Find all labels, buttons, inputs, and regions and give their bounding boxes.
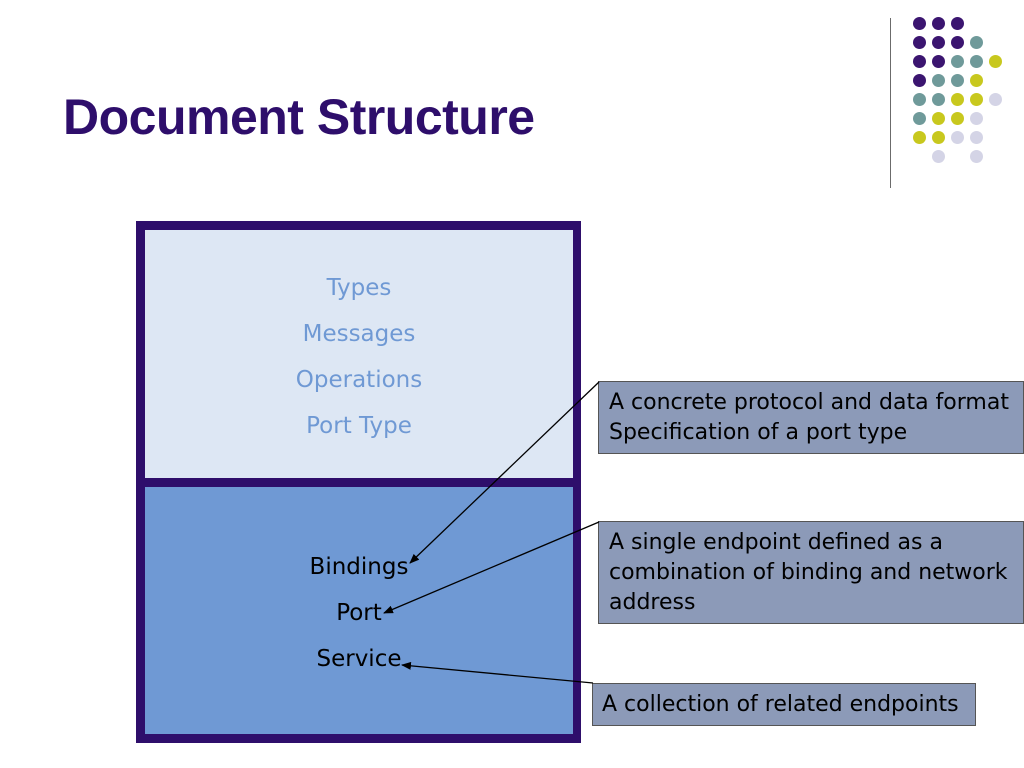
decorative-dot (970, 74, 983, 87)
page-title: Document Structure (63, 89, 535, 145)
decorative-dot (913, 17, 926, 30)
decorative-dot (932, 74, 945, 87)
label-bindings: Bindings (309, 554, 409, 580)
decorative-dot (932, 17, 945, 30)
decorative-dot (970, 93, 983, 106)
callout-port-line2: combination of binding and network (609, 560, 1008, 585)
decorative-dot (951, 74, 964, 87)
decorative-dot (913, 93, 926, 106)
decorative-dot (970, 112, 983, 125)
callout-bindings-line2: Specification of a port type (609, 420, 908, 445)
decorative-dot (932, 36, 945, 49)
decorative-dot (989, 55, 1002, 68)
label-messages: Messages (302, 321, 416, 347)
decorative-dot-grid (0, 0, 1024, 200)
decorative-dot (951, 93, 964, 106)
decorative-dot (932, 150, 945, 163)
decorative-dot (913, 36, 926, 49)
label-operations: Operations (295, 367, 423, 393)
decorative-dot (989, 93, 1002, 106)
decorative-dot (951, 36, 964, 49)
decorative-dot (913, 55, 926, 68)
callout-service-line1: A collection of related endpoints (602, 692, 959, 717)
decorative-dot (951, 17, 964, 30)
decorative-dot (951, 55, 964, 68)
callout-port: A single endpoint defined as a combinati… (598, 521, 1024, 624)
decorative-dot (951, 131, 964, 144)
callout-port-line1: A single endpoint defined as a (609, 530, 943, 555)
decorative-dot (932, 131, 945, 144)
callout-bindings: A concrete protocol and data format Spec… (598, 381, 1024, 454)
callout-port-line3: address (609, 590, 696, 615)
abstract-section (145, 230, 573, 478)
decorative-dot (970, 131, 983, 144)
decorative-dot (951, 112, 964, 125)
label-service: Service (316, 646, 402, 672)
decorative-dot (970, 55, 983, 68)
decorative-dot (913, 131, 926, 144)
decorative-dot (913, 74, 926, 87)
label-types: Types (326, 275, 392, 301)
label-port-type: Port Type (306, 413, 412, 439)
label-port: Port (336, 600, 382, 626)
decorative-dot (913, 112, 926, 125)
decorative-divider (890, 18, 891, 188)
callout-bindings-line1: A concrete protocol and data format (609, 390, 1009, 415)
decorative-dot (932, 55, 945, 68)
decorative-dot (932, 112, 945, 125)
decorative-dot (970, 150, 983, 163)
callout-service: A collection of related endpoints (592, 683, 976, 726)
decorative-dot (970, 36, 983, 49)
decorative-dot (932, 93, 945, 106)
